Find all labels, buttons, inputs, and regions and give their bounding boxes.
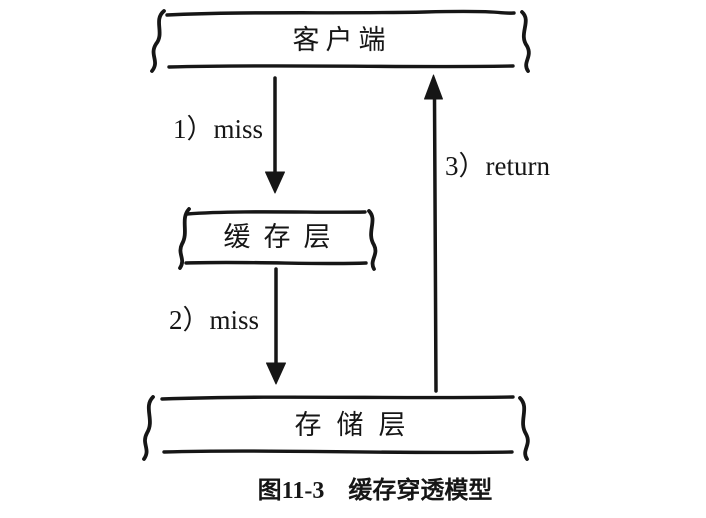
client-node-label: 客户端 bbox=[292, 25, 392, 55]
client-box-bottom-line bbox=[167, 64, 515, 69]
client-box-left-cap bbox=[150, 9, 166, 73]
storage-node-label: 存储层 bbox=[294, 410, 421, 440]
cache-box bbox=[178, 207, 378, 271]
storage-box-right-cap bbox=[518, 396, 530, 461]
figure-number: 图11-3 bbox=[257, 478, 325, 504]
edge-label-step3-return: 3）return bbox=[445, 151, 550, 181]
cache-box-bottom-line bbox=[184, 260, 368, 266]
cache-box-right-cap bbox=[367, 209, 378, 271]
figure-title: 缓存穿透模型 bbox=[348, 478, 493, 504]
storage-box bbox=[142, 395, 530, 461]
edge-label-step1-miss: 1）miss bbox=[173, 114, 264, 144]
arrow-step1-head bbox=[265, 171, 285, 194]
arrow-step2-head bbox=[266, 362, 286, 385]
storage-box-top-line bbox=[160, 395, 515, 401]
client-box-right-cap bbox=[520, 10, 531, 73]
arrow-step3-head bbox=[424, 74, 443, 100]
cache-node-label: 缓存层 bbox=[223, 222, 344, 252]
cache-box-top-line bbox=[185, 210, 367, 216]
figure-caption: 图11-3 缓存穿透模型 bbox=[258, 477, 493, 505]
storage-box-bottom-line bbox=[162, 449, 514, 455]
arrow-step3-shaft bbox=[432, 95, 438, 393]
arrow-step3-return bbox=[424, 74, 443, 393]
arrow-step2-miss bbox=[266, 267, 286, 385]
edge-label-step2-miss: 2）miss bbox=[169, 305, 260, 335]
client-box-top-line bbox=[165, 9, 516, 17]
arrow-step1-miss bbox=[265, 76, 285, 194]
storage-box-left-cap bbox=[142, 395, 155, 461]
cache-box-left-cap bbox=[178, 207, 191, 270]
client-box bbox=[150, 9, 531, 73]
